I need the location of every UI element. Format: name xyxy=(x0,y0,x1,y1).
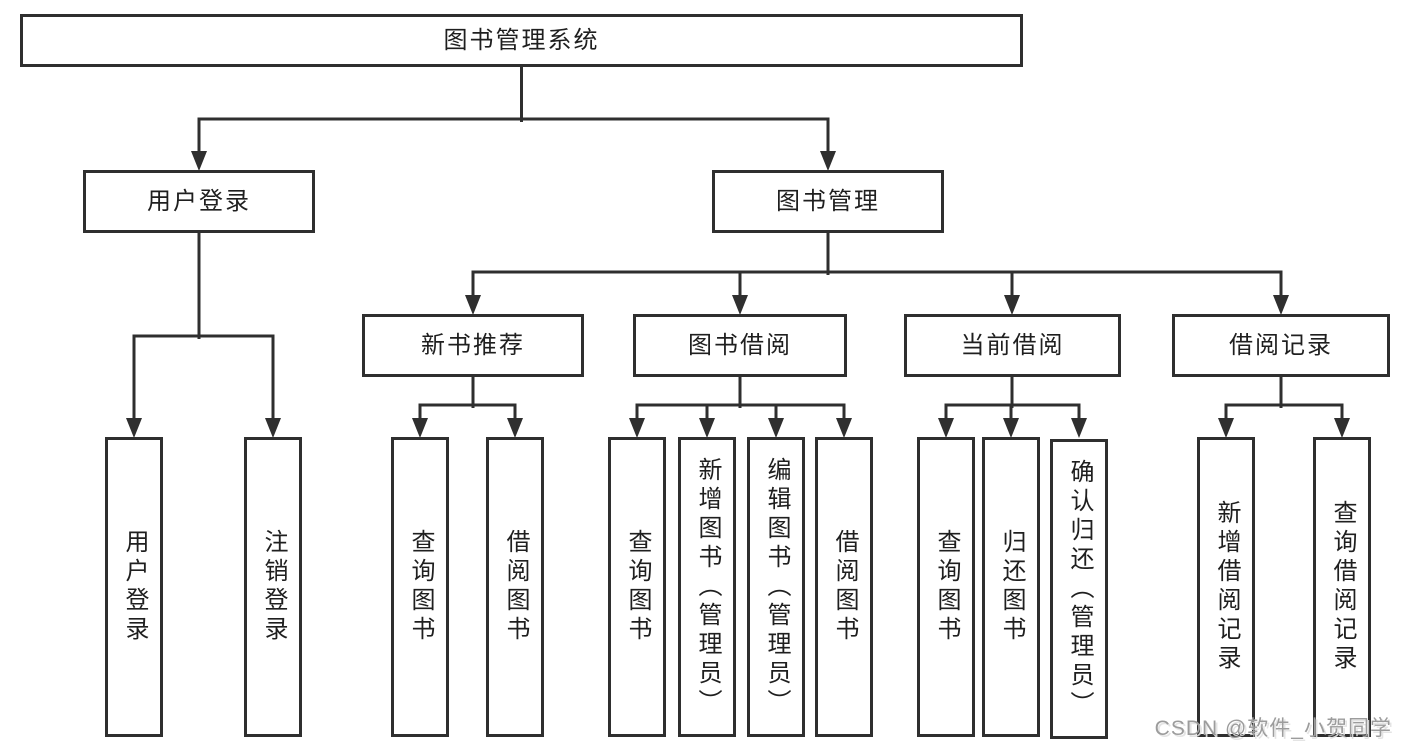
node-label: 查询图书 xyxy=(407,529,434,645)
node-book-management: 图书管理 xyxy=(712,170,944,233)
node-current-borrowing: 当前借阅 xyxy=(904,314,1121,377)
connector-borrowing-records-children xyxy=(1218,375,1350,438)
connector-book-borrowing-children xyxy=(629,375,852,438)
node-label: 图书管理 xyxy=(776,187,880,215)
node-label: 当前借阅 xyxy=(960,331,1065,359)
connector-user-login-children xyxy=(126,231,281,438)
leaf-add-borrow-record: 新增借阅记录 xyxy=(1197,437,1255,737)
leaf-borrow-books-recommend: 借阅图书 xyxy=(486,437,544,737)
node-label: 借阅图书 xyxy=(831,529,858,645)
node-book-borrowing: 图书借阅 xyxy=(633,314,847,377)
leaf-query-books-recommend: 查询图书 xyxy=(391,437,449,737)
leaf-edit-book-admin: 编辑图书（管理员） xyxy=(747,437,805,737)
leaf-borrow-books-borrowing: 借阅图书 xyxy=(815,437,873,737)
node-new-book-recommendation: 新书推荐 xyxy=(362,314,584,377)
node-label: 借阅记录 xyxy=(1229,331,1333,359)
node-label: 查询图书 xyxy=(624,529,651,645)
leaf-return-books: 归还图书 xyxy=(982,437,1040,737)
node-user-login: 用户登录 xyxy=(83,170,315,233)
connector-root-to-level2 xyxy=(191,64,836,171)
leaf-add-book-admin: 新增图书（管理员） xyxy=(678,437,736,737)
node-label: 查询借阅记录 xyxy=(1329,500,1356,674)
node-label: 图书管理系统 xyxy=(443,26,600,54)
leaf-confirm-return-admin: 确认归还（管理员） xyxy=(1050,439,1108,739)
node-borrowing-records: 借阅记录 xyxy=(1172,314,1390,377)
node-label: 用户登录 xyxy=(147,187,251,215)
leaf-query-borrow-record: 查询借阅记录 xyxy=(1313,437,1371,737)
leaf-user-login: 用户登录 xyxy=(105,437,163,737)
node-label: 确认归还（管理员） xyxy=(1066,458,1093,720)
leaf-logout: 注销登录 xyxy=(244,437,302,737)
csdn-watermark: CSDN @软件_小贺同学 xyxy=(1154,717,1392,740)
node-label: 新增借阅记录 xyxy=(1213,500,1240,674)
node-label: 图书借阅 xyxy=(688,331,792,359)
node-label: 编辑图书（管理员） xyxy=(763,456,790,718)
node-library-management-system: 图书管理系统 xyxy=(20,14,1023,67)
node-label: 新书推荐 xyxy=(421,331,525,359)
node-label: 查询图书 xyxy=(933,529,960,645)
leaf-query-books-current: 查询图书 xyxy=(917,437,975,737)
leaf-query-books-borrowing: 查询图书 xyxy=(608,437,666,737)
node-label: 注销登录 xyxy=(260,529,287,645)
connector-current-borrowing-children xyxy=(938,375,1087,438)
node-label: 归还图书 xyxy=(998,529,1025,645)
connector-book-management-children xyxy=(465,231,1289,315)
connector-new-book-recommendation-children xyxy=(412,375,523,438)
node-label: 用户登录 xyxy=(121,529,148,645)
node-label: 新增图书（管理员） xyxy=(694,456,721,718)
node-label: 借阅图书 xyxy=(502,529,529,645)
